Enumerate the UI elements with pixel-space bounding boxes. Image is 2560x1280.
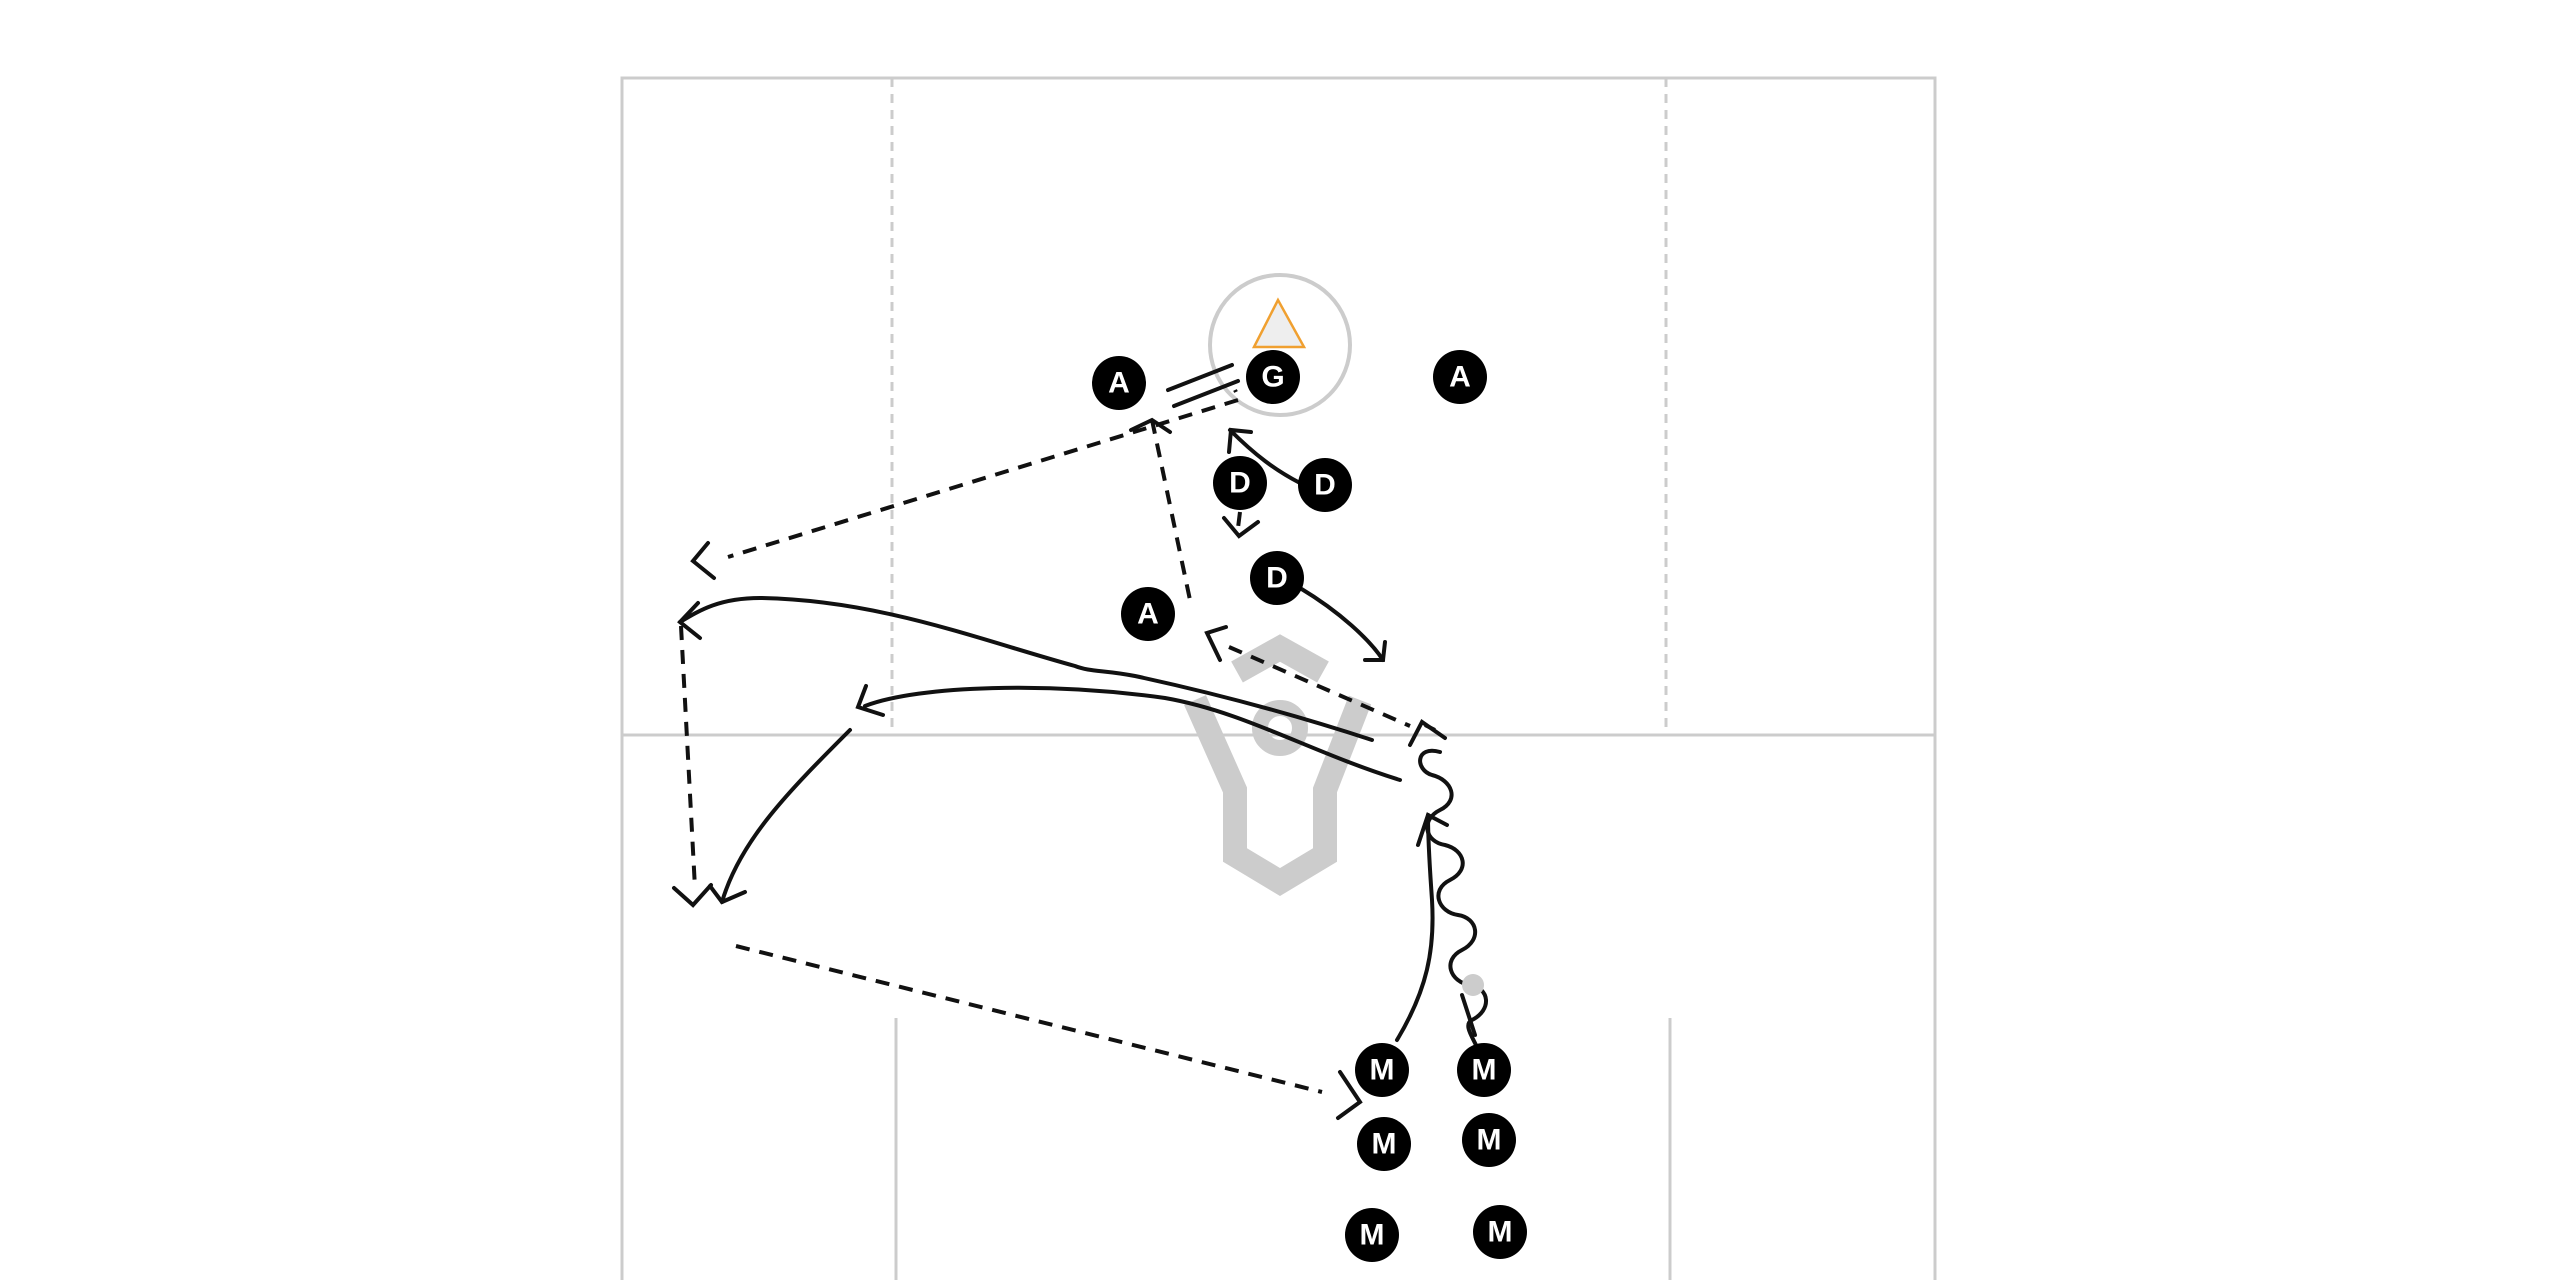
field	[620, 76, 1937, 1280]
crease	[1208, 273, 1352, 417]
svg-text:M: M	[1360, 1219, 1385, 1252]
player-goalie[interactable]: G	[1246, 350, 1300, 404]
player-attack-3[interactable]: A	[1121, 587, 1175, 641]
svg-text:A: A	[1137, 598, 1159, 631]
svg-text:A: A	[1108, 367, 1130, 400]
player-defense-3[interactable]: D	[1250, 551, 1304, 605]
svg-text:D: D	[1266, 562, 1288, 595]
player-middie-1[interactable]: M	[1355, 1043, 1409, 1097]
svg-text:A: A	[1449, 361, 1471, 394]
svg-text:D: D	[1229, 467, 1251, 500]
player-attack-2[interactable]: A	[1433, 350, 1487, 404]
movement-paths	[677, 363, 1449, 1042]
svg-text:M: M	[1477, 1124, 1502, 1157]
player-defense-2[interactable]: D	[1298, 458, 1352, 512]
svg-text:M: M	[1472, 1054, 1497, 1087]
dodge-path	[1418, 748, 1488, 1052]
svg-text:M: M	[1488, 1216, 1513, 1249]
svg-text:M: M	[1370, 1054, 1395, 1087]
field-boundary	[620, 76, 1937, 1280]
player-defense-1[interactable]: D	[1213, 456, 1267, 510]
svg-text:D: D	[1314, 469, 1336, 502]
goal-cone	[1251, 297, 1307, 349]
player-middie-6[interactable]: M	[1473, 1205, 1527, 1259]
watermark-logo	[1184, 634, 1372, 896]
svg-text:M: M	[1372, 1128, 1397, 1161]
goal	[1208, 273, 1352, 417]
player-attack-1[interactable]: A	[1092, 356, 1146, 410]
player-middie-3[interactable]: M	[1357, 1117, 1411, 1171]
players: A G A D D D A M	[1092, 350, 1527, 1262]
ball	[1462, 974, 1484, 996]
svg-text:G: G	[1261, 361, 1284, 394]
player-middie-2[interactable]: M	[1457, 1043, 1511, 1097]
pass-paths	[672, 389, 1447, 1120]
player-middie-4[interactable]: M	[1462, 1113, 1516, 1167]
player-middie-5[interactable]: M	[1345, 1208, 1399, 1262]
